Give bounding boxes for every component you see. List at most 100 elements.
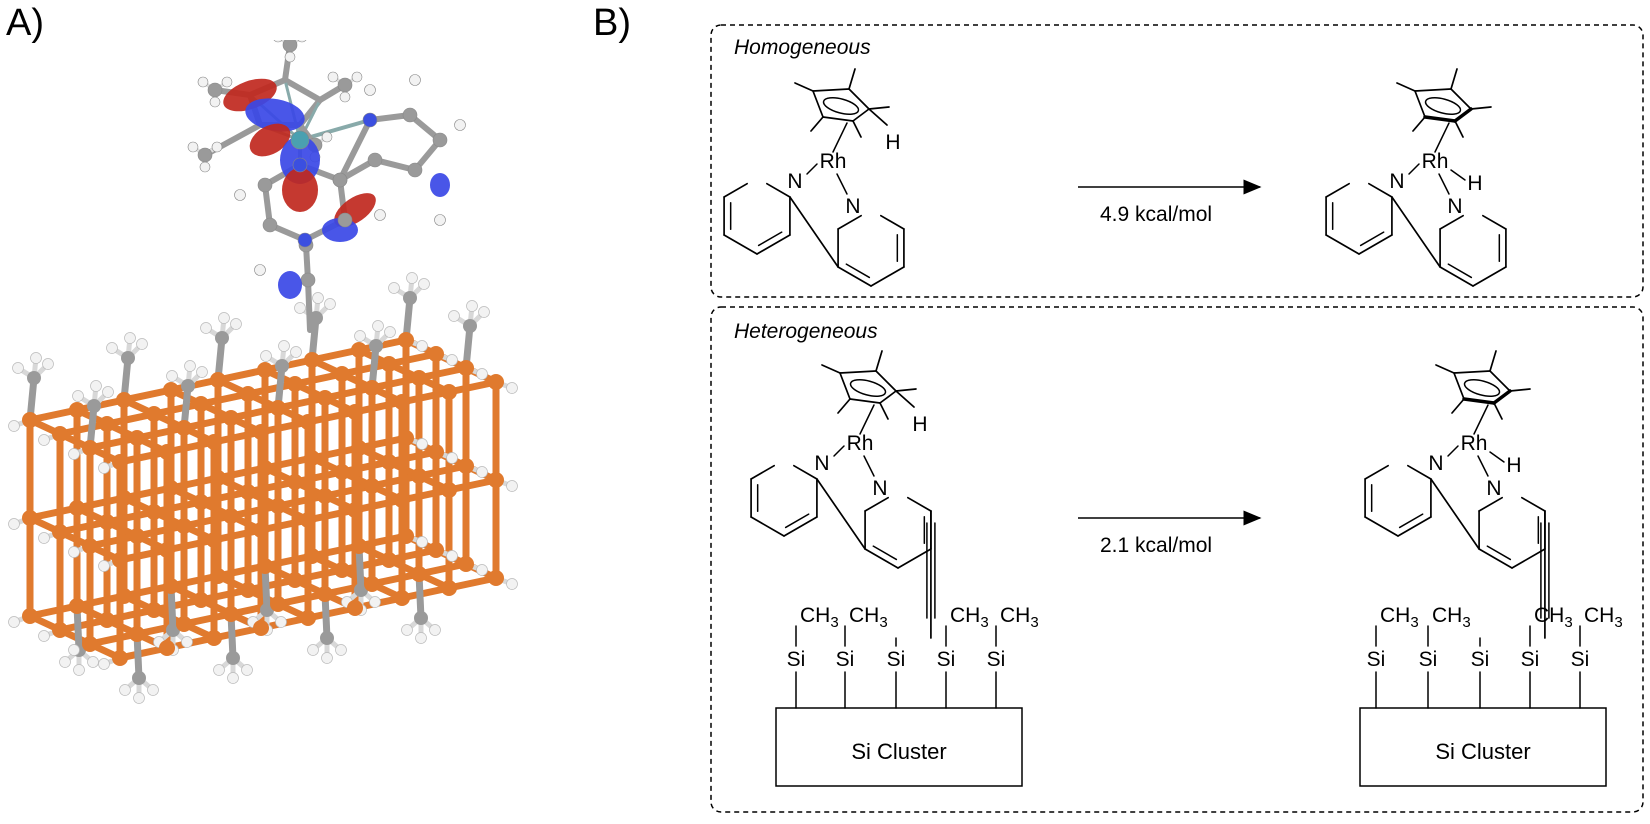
silicon-atom: [22, 510, 38, 526]
rh-n-bond-left: [1447, 445, 1459, 457]
cp-methyl-bond: [1454, 120, 1464, 138]
ring-atom: [402, 107, 418, 123]
silicon-atom: [52, 524, 68, 540]
si-label: Si: [787, 648, 806, 671]
hydrogen-atom: [87, 656, 99, 668]
rh-n-bond-right: [836, 173, 848, 195]
silicon-atom: [257, 362, 273, 378]
silicon-atom: [398, 430, 414, 446]
hydrogen-atom: [273, 40, 283, 43]
hydrogen-atom: [415, 632, 427, 644]
carbon-atom: [337, 77, 353, 93]
carbon-atom: [463, 319, 477, 333]
si-label: Si: [887, 648, 906, 671]
bond: [26, 406, 81, 424]
bond: [337, 117, 373, 183]
hydrogen-atom: [446, 452, 458, 464]
silicon-atom: [82, 440, 98, 456]
hydrogen-atom: [506, 578, 518, 590]
hydrogen-atom: [434, 214, 446, 226]
silicon-atom: [381, 552, 397, 568]
hydrogen-atom: [416, 438, 428, 450]
bond: [385, 448, 440, 466]
si-label: Si: [1471, 648, 1490, 671]
silicon-atom: [22, 412, 38, 428]
cp-ring-bond: [1450, 88, 1472, 110]
bond: [197, 390, 252, 408]
bipyridine-link: [1391, 196, 1441, 268]
hydrogen-atom: [98, 560, 110, 572]
pyridine-ring-bond: [1407, 464, 1432, 480]
bond: [56, 518, 111, 536]
bond: [180, 512, 235, 530]
bond: [398, 584, 453, 602]
pyridine-ring-bond: [897, 548, 932, 569]
hydrogen-atom: [73, 664, 85, 676]
pyridine-n-label: N: [1389, 170, 1404, 193]
bond: [385, 350, 440, 368]
hydrogen-atom: [327, 71, 339, 83]
rh-n-bond-left: [833, 445, 845, 457]
bond: [385, 546, 440, 564]
silicon-atom: [159, 640, 175, 656]
cp-methyl-bond: [1493, 402, 1503, 420]
silicon-atom: [99, 416, 115, 432]
silicon-atom: [334, 562, 350, 578]
cp-ring-bond: [849, 398, 881, 404]
silicon-atom: [411, 566, 427, 582]
pyridine-ring-bond: [1511, 548, 1546, 569]
hydrogen-atom: [8, 420, 20, 432]
methyl-label: CH3: [1534, 604, 1573, 631]
pyridine-double-bond: [1447, 263, 1473, 279]
pyridine-ring-bond: [1325, 234, 1360, 255]
hydrogen-atom: [72, 390, 84, 402]
hydrogen-atom: [506, 382, 518, 394]
bond: [445, 574, 500, 592]
pyridine-ring-bond: [793, 464, 818, 480]
silicon-atom: [347, 502, 363, 518]
hydrogen-atom: [59, 656, 71, 668]
panel-a-label: A): [6, 2, 44, 44]
methyl-label: CH3: [1380, 604, 1419, 631]
pyridine-double-bond: [784, 513, 810, 529]
silicon-atom: [163, 578, 179, 594]
bond: [86, 532, 141, 550]
cp-ring-bond: [822, 116, 854, 122]
bond: [167, 474, 222, 492]
silicon-atom: [146, 504, 162, 520]
silicon-atom: [304, 548, 320, 564]
pyridine-ring-bond: [864, 496, 889, 512]
silicon-atom: [304, 450, 320, 466]
hydrogen-atom: [374, 209, 386, 221]
hydrogen-atom: [8, 518, 20, 530]
cp-methyl-bond: [1450, 68, 1458, 90]
carbon-atom: [207, 82, 223, 98]
hydrogen-atom: [478, 306, 490, 318]
hydrogen-atom: [324, 298, 336, 310]
bond: [133, 522, 188, 540]
hydrogen-atom: [124, 332, 136, 344]
hydrogen-atom: [147, 684, 159, 696]
cp-methyl-bond: [837, 398, 851, 414]
bond: [210, 526, 265, 544]
heterogeneous-title: Heterogeneous: [734, 320, 878, 343]
bond: [304, 506, 359, 524]
si-label: Si: [937, 648, 956, 671]
hydrogen-atom: [187, 141, 199, 153]
hydrogen-atom: [388, 282, 400, 294]
silicon-atom: [240, 582, 256, 598]
carbon-atom: [215, 331, 229, 345]
pyridine-double-bond: [872, 545, 898, 561]
orbital-lobe: [249, 123, 291, 157]
silicon-atom: [193, 592, 209, 608]
si-label: Si: [1367, 648, 1386, 671]
pyridine-ring-bond: [1364, 516, 1399, 537]
hydrogen-atom: [213, 664, 225, 676]
orbital-lobe: [282, 168, 318, 212]
pyridine-ring-bond: [1358, 234, 1393, 255]
ring-atom: [292, 157, 308, 173]
hydrogen-atom: [8, 616, 20, 628]
